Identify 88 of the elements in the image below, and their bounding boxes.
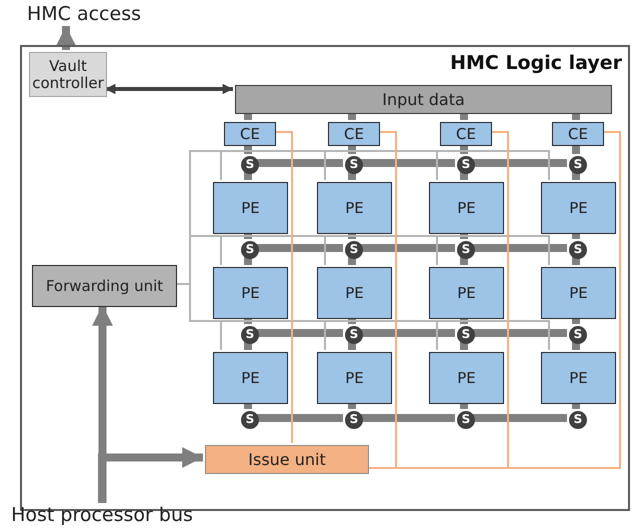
switch-node: S xyxy=(457,156,475,174)
connector-line xyxy=(244,342,252,350)
switch-node: S xyxy=(241,326,259,344)
connector-line xyxy=(257,159,343,167)
ce-box: CE xyxy=(328,122,380,146)
connector-line xyxy=(244,144,252,154)
ce-box: CE xyxy=(224,122,276,146)
connector-line xyxy=(361,159,455,167)
pe-box: PE xyxy=(213,352,288,404)
connector-line xyxy=(460,172,468,180)
connector-line xyxy=(572,317,580,324)
forwarding-unit-box: Forwarding unit xyxy=(32,265,177,307)
connector-line xyxy=(348,342,356,350)
connector-line xyxy=(361,244,455,252)
connector-line xyxy=(244,112,252,120)
switch-node: S xyxy=(569,411,587,429)
connector-line xyxy=(348,144,356,154)
port-label: HMC access xyxy=(22,2,146,26)
arrow xyxy=(98,447,203,503)
arrow xyxy=(105,84,233,94)
connector-line xyxy=(473,329,567,337)
switch-node: S xyxy=(345,326,363,344)
port-label: Host processor bus xyxy=(2,503,202,528)
ce-box: CE xyxy=(440,122,492,146)
switch-node: S xyxy=(345,241,363,259)
ce-box: CE xyxy=(552,122,604,146)
connector-line xyxy=(572,257,580,265)
connector-line xyxy=(460,257,468,265)
connector-line xyxy=(348,172,356,180)
connector-line xyxy=(348,257,356,265)
connector-line xyxy=(348,317,356,324)
connector-line xyxy=(244,402,252,409)
connector-line xyxy=(244,232,252,239)
switch-node: S xyxy=(241,156,259,174)
connector-line xyxy=(460,317,468,324)
connector-line xyxy=(348,232,356,239)
arrow xyxy=(92,305,113,503)
connector-line xyxy=(460,144,468,154)
issue-unit-box: Issue unit xyxy=(205,445,369,474)
connector-line xyxy=(572,232,580,239)
connector-line xyxy=(473,244,567,252)
pe-box: PE xyxy=(213,182,288,234)
connector-line xyxy=(572,112,580,120)
connector-line xyxy=(361,414,455,422)
input-data-bar: Input data xyxy=(235,85,612,114)
connector-line xyxy=(572,402,580,409)
connector-line xyxy=(257,329,343,337)
layer-title: HMC Logic layer xyxy=(450,53,622,74)
connector-line xyxy=(257,414,343,422)
switch-node: S xyxy=(569,241,587,259)
connector-line xyxy=(460,112,468,120)
pe-box: PE xyxy=(213,267,288,319)
connector-line xyxy=(460,342,468,350)
switch-node: S xyxy=(457,326,475,344)
switch-node: S xyxy=(241,411,259,429)
pe-box: PE xyxy=(317,182,392,234)
pe-box: PE xyxy=(317,352,392,404)
arrow xyxy=(56,26,76,50)
switch-node: S xyxy=(569,156,587,174)
connector-line xyxy=(572,144,580,154)
pe-box: PE xyxy=(429,352,504,404)
connector-line xyxy=(361,329,455,337)
switch-node: S xyxy=(345,411,363,429)
connector-line xyxy=(572,172,580,180)
switch-node: S xyxy=(569,326,587,344)
pe-box: PE xyxy=(429,182,504,234)
pe-box: PE xyxy=(317,267,392,319)
connector-line xyxy=(572,342,580,350)
pe-box: PE xyxy=(541,182,616,234)
connector-line xyxy=(274,131,293,443)
connector-line xyxy=(473,159,567,167)
connector-line xyxy=(257,244,343,252)
switch-node: S xyxy=(457,241,475,259)
connector-line xyxy=(460,232,468,239)
connector-line xyxy=(244,257,252,265)
controller-box: Vault controller xyxy=(29,52,107,97)
switch-node: S xyxy=(345,156,363,174)
connector-line xyxy=(473,414,567,422)
connector-line xyxy=(348,112,356,120)
pe-box: PE xyxy=(541,267,616,319)
pe-box: PE xyxy=(429,267,504,319)
pe-box: PE xyxy=(541,352,616,404)
connector-line xyxy=(244,317,252,324)
connector-line xyxy=(244,172,252,180)
switch-node: S xyxy=(457,411,475,429)
switch-node: S xyxy=(241,241,259,259)
connector-line xyxy=(348,402,356,409)
connector-line xyxy=(460,402,468,409)
